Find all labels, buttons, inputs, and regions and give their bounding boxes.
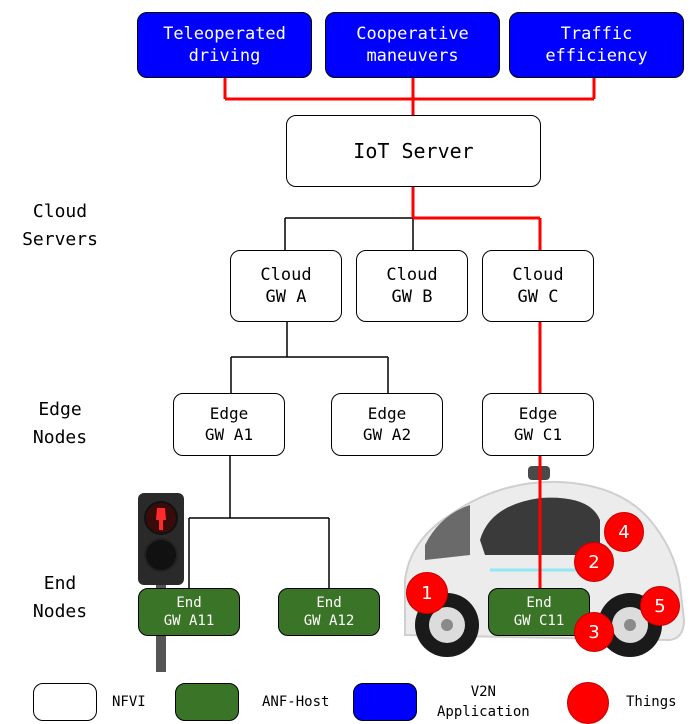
thing-marker-3: 3 [574,612,614,652]
end-gw-a12: End GW A12 [278,588,380,636]
cloud-gw-a: Cloud GW A [230,250,342,322]
teleoperation-path [223,77,596,588]
legend-label-things: Things [626,694,677,710]
thing-marker-5: 5 [640,586,680,626]
thing-marker-1: 1 [406,572,448,614]
legend-label-anf-host: ANF-Host [262,694,330,710]
end-gw-c11: End GW C11 [488,588,590,636]
tier-label-cloud-servers: Cloud Servers [22,201,98,250]
legend-label-nfvi: NFVI [112,694,146,710]
edge-gw-a2: Edge GW A2 [331,393,443,456]
tier-label-end-nodes: End Nodes [32,573,88,622]
thing-marker-2: 2 [574,542,614,582]
legend-swatch-nfvi [33,683,97,721]
cloud-gw-b: Cloud GW B [356,250,468,322]
edge-gw-c1: Edge GW C1 [482,393,594,456]
thing-marker-4: 4 [604,512,644,552]
app-traffic-efficiency: Traffic efficiency [509,12,684,78]
legend-swatch-things [567,682,609,724]
traffic-light-illustration [138,493,184,672]
legend-swatch-anf-host [175,683,239,721]
app-teleoperated-driving: Teleoperated driving [137,12,312,78]
iot-server-box: IoT Server [286,115,541,187]
legend-label-v2n-application: V2N Application [437,684,530,720]
app-cooperative-maneuvers: Cooperative maneuvers [325,12,500,78]
legend-swatch-v2n-application [353,683,417,721]
tier-label-edge-nodes: Edge Nodes [32,399,88,448]
cloud-gw-c: Cloud GW C [482,250,594,322]
edge-gw-a1: Edge GW A1 [173,393,285,456]
end-gw-a11: End GW A11 [138,588,240,636]
